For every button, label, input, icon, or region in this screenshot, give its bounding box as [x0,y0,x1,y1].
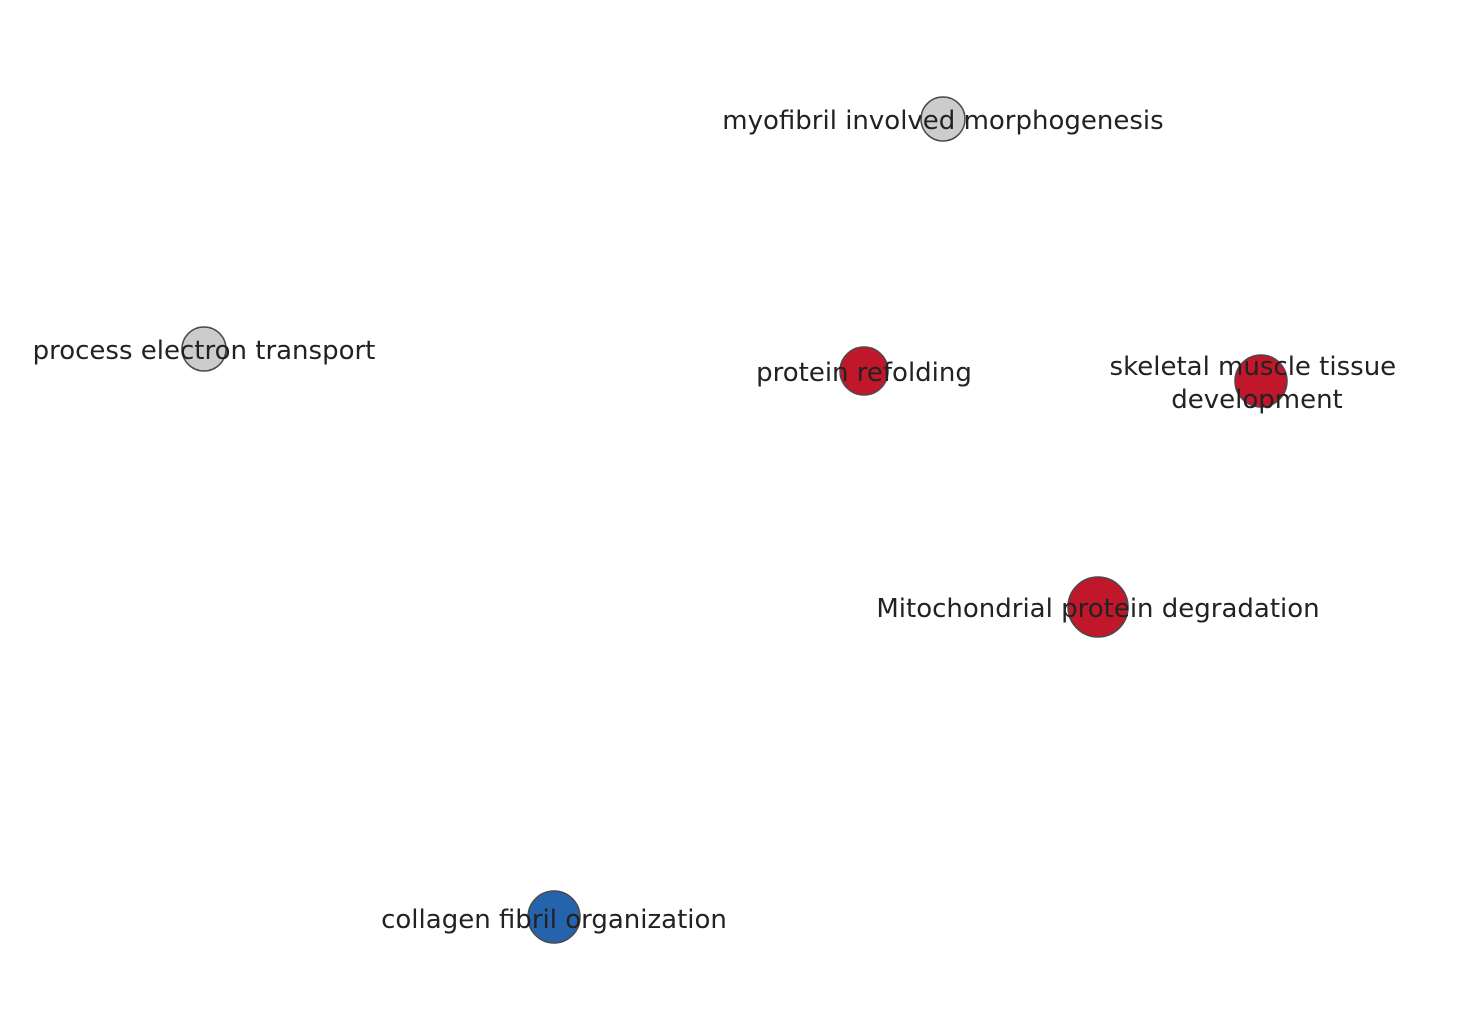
node-circle[interactable] [839,346,889,396]
node-circle[interactable] [527,890,581,944]
node-electron[interactable]: process electron transport [33,326,376,372]
node-label-line: development [1171,385,1343,415]
node-label-line: Mitochondrial protein degradation [876,594,1319,624]
node-refolding[interactable]: protein refolding [756,346,972,396]
node-label: process electron transport [33,336,376,366]
node-collagen[interactable]: collagen fibril organization [381,890,727,944]
node-skeletal[interactable]: skeletal muscle tissue development [1110,352,1405,415]
node-label: myofibril involved morphogenesis [722,106,1163,136]
node-label: skeletal muscle tissue development [1110,352,1405,415]
node-label: Mitochondrial protein degradation [876,594,1319,624]
node-circle[interactable] [1067,576,1129,638]
node-label: collagen fibril organization [381,905,727,935]
node-label-line: protein refolding [756,358,972,388]
node-mito[interactable]: Mitochondrial protein degradation [876,576,1320,638]
node-label-line: skeletal muscle tissue [1110,352,1397,382]
node-label: protein refolding [756,358,972,388]
node-label-line: myofibril involved morphogenesis [722,106,1163,136]
node-label-line: collagen fibril organization [381,905,727,935]
node-circle[interactable] [1234,354,1288,408]
node-circle[interactable] [181,326,227,372]
node-myofibril[interactable]: myofibril involved morphogenesis [722,96,1164,142]
node-label-line: process electron transport [33,336,376,366]
node-circle[interactable] [920,96,966,142]
